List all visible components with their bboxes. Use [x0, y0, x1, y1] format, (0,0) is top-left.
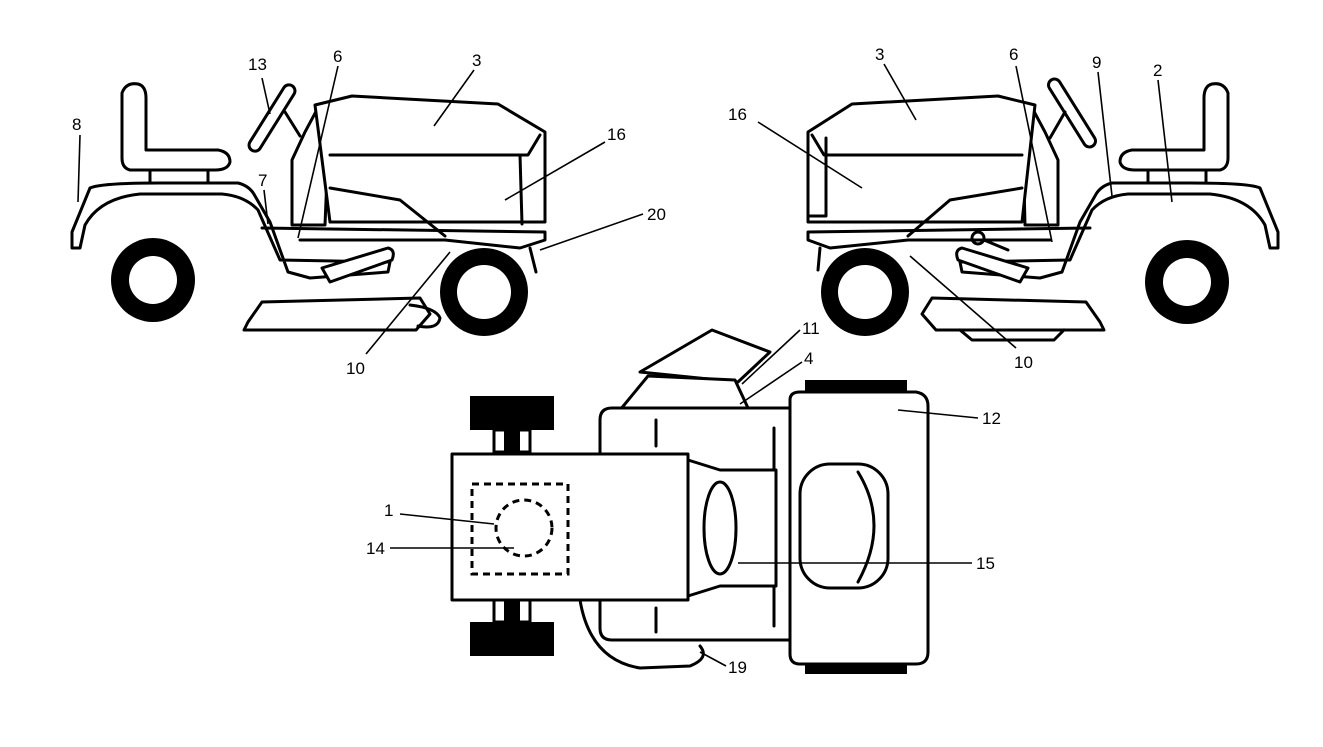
fuel-cap-outline	[494, 498, 554, 558]
front-wheel	[440, 248, 528, 336]
hood-top	[450, 452, 690, 602]
tractor-left-view	[70, 82, 547, 336]
callout-label: 11	[802, 319, 820, 338]
callout-labels: 13 6 3 16 8 7 20 10 3 6 9 2 16 10 11 4 1…	[72, 45, 1162, 677]
foot-pedal	[320, 246, 395, 284]
rear-wheel	[1145, 240, 1229, 324]
callout-label: 16	[607, 125, 626, 144]
callout-label: 2	[1153, 61, 1162, 80]
seat	[120, 82, 232, 172]
foot-pedal	[955, 246, 1030, 284]
callout-label: 19	[728, 658, 747, 677]
tractor-right-view	[806, 77, 1280, 342]
seat-top	[798, 462, 890, 590]
steering-wheel	[1047, 77, 1097, 149]
front-wheel-top	[470, 598, 554, 656]
callout-label: 15	[976, 554, 995, 573]
battery-outline	[470, 482, 570, 576]
callout-label: 8	[72, 115, 81, 134]
callout-label: 4	[804, 349, 813, 368]
callout-label: 10	[1014, 353, 1033, 372]
seat	[1118, 82, 1230, 172]
rear-wheel	[111, 238, 195, 322]
callout-label: 12	[982, 409, 1001, 428]
tractor-top-view	[450, 328, 930, 674]
callout-label: 6	[1009, 45, 1018, 64]
hood	[313, 94, 547, 224]
front-wheel	[821, 248, 909, 336]
steering-wheel	[247, 83, 297, 153]
callout-label: 20	[647, 205, 666, 224]
callout-label: 6	[333, 47, 342, 66]
callout-label: 14	[366, 539, 385, 558]
mower-deck	[242, 296, 432, 332]
front-wheel-top	[470, 396, 554, 454]
callout-label: 13	[248, 55, 267, 74]
chute-deflector	[618, 374, 750, 412]
callout-label: 3	[875, 45, 884, 64]
steering-wheel-top	[702, 480, 738, 576]
leader-lines	[77, 63, 1173, 667]
callout-label: 9	[1092, 53, 1101, 72]
discharge-chute	[638, 328, 772, 384]
callout-label: 3	[472, 51, 481, 70]
hood	[806, 94, 1037, 224]
callout-label: 10	[346, 359, 365, 378]
callout-label: 7	[258, 171, 267, 190]
callout-label: 1	[384, 501, 393, 520]
callout-label: 16	[728, 105, 747, 124]
mower-deck	[920, 296, 1106, 332]
